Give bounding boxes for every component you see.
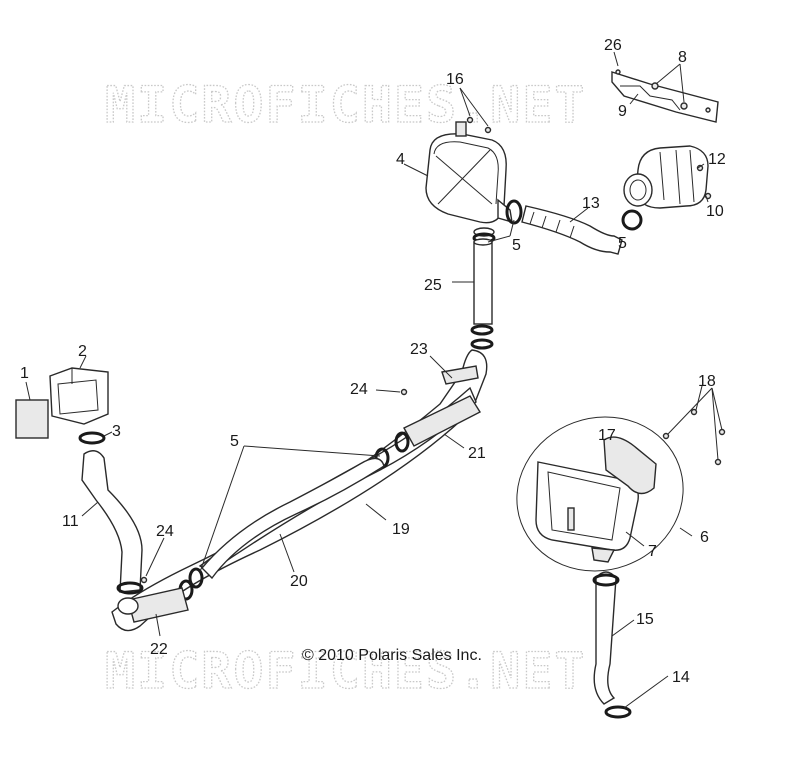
part-throttle-body — [623, 145, 712, 209]
callout-11: 11 — [62, 513, 79, 530]
part-intake-duct — [521, 205, 623, 255]
callout-7: 7 — [648, 543, 657, 560]
callout-10: 10 — [706, 203, 724, 220]
callout-8: 8 — [678, 49, 687, 66]
clamp-airbox-outlet — [505, 199, 523, 225]
callout-21: 21 — [468, 445, 486, 462]
part-hose-clamp — [604, 705, 632, 719]
copyright-text: © 2010 Polaris Sales Inc. — [302, 647, 482, 664]
callout-5-airbox: 5 — [512, 237, 521, 254]
clamp-mid-left — [188, 567, 204, 589]
callout-18: 18 — [698, 373, 716, 390]
part-foam — [603, 436, 657, 495]
callout-12: 12 — [708, 151, 726, 168]
watermark-bottom: MICROFICHES.NET — [105, 642, 587, 700]
callout-2: 2 — [78, 343, 87, 360]
part-lower-tube — [593, 571, 617, 705]
callout-5-mid: 5 — [230, 433, 239, 450]
callout-9: 9 — [618, 103, 627, 120]
callout-3: 3 — [112, 423, 121, 440]
part-elbow — [117, 587, 189, 623]
group-outline-6 — [516, 416, 684, 572]
screw-24-left — [140, 576, 148, 584]
part-screws-18 — [662, 408, 726, 466]
part-air-box — [425, 121, 513, 237]
callout-24-center: 24 — [350, 381, 368, 398]
callout-16: 16 — [446, 71, 464, 88]
callout-25: 25 — [424, 277, 442, 294]
callout-4: 4 — [396, 151, 405, 168]
callout-24-left: 24 — [156, 523, 174, 540]
callout-26: 26 — [604, 37, 622, 54]
watermark-top: MICROFICHES.NET — [105, 76, 587, 134]
part-bracket-plate — [611, 69, 719, 123]
clamp-left-tube — [116, 581, 144, 595]
part-mid-tube — [201, 457, 385, 580]
callout-22: 22 — [150, 641, 168, 658]
callout-6: 6 — [700, 529, 709, 546]
callout-13: 13 — [582, 195, 600, 212]
callout-17: 17 — [598, 427, 616, 444]
callout-19: 19 — [392, 521, 410, 538]
part-inlet-cover — [49, 367, 109, 425]
callout-20: 20 — [290, 573, 308, 590]
clamp-lower-tube — [592, 573, 620, 587]
callout-23: 23 — [410, 341, 428, 358]
clamp-3 — [78, 431, 106, 445]
callout-1: 1 — [20, 365, 29, 382]
leader-lines — [25, 51, 723, 709]
part-fasteners-16 — [466, 116, 492, 134]
callout-15: 15 — [636, 611, 654, 628]
part-vertical-tube — [470, 238, 494, 350]
callout-5-throttle: 5 — [618, 235, 627, 252]
part-tube-bracket — [441, 365, 479, 385]
callout-14: 14 — [672, 669, 690, 686]
screw-24-center — [400, 388, 408, 396]
part-filter-housing — [535, 461, 639, 563]
part-left-tube — [81, 450, 143, 593]
part-filter-block — [15, 399, 49, 439]
clamp-throttle — [621, 209, 643, 231]
